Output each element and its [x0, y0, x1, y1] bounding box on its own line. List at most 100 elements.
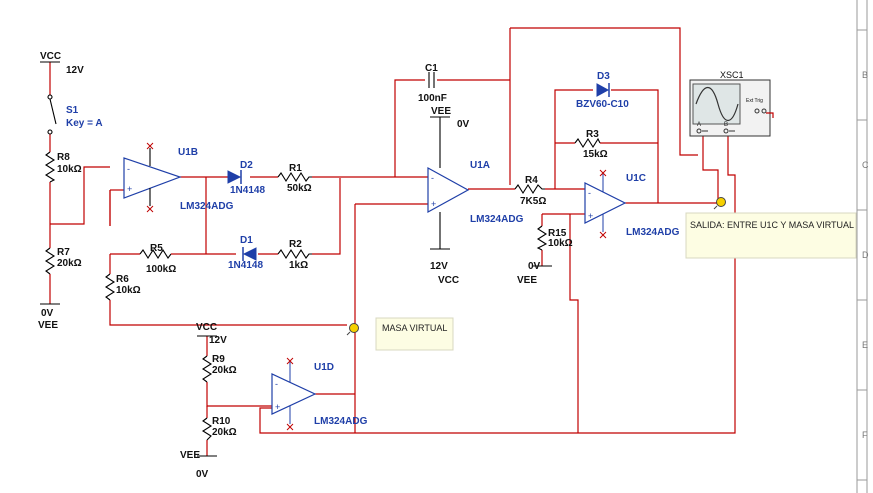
resistor-r2[interactable]: R2 1kΩ — [277, 239, 312, 271]
diode-d3-name: D3 — [597, 71, 610, 82]
opamp-u1c[interactable]: - + U1C LM324ADG — [584, 169, 680, 239]
switch-s1-key: Key = A — [66, 118, 103, 129]
switch-s1[interactable]: S1 Key = A — [47, 94, 103, 135]
diode-d1-name: D1 — [240, 235, 253, 246]
vee-u1c-value: 0V — [528, 261, 541, 272]
vee-u1a-value: 0V — [457, 119, 470, 130]
opamp-u1b[interactable]: - + U1B LM324ADG — [123, 142, 234, 213]
svg-text:+: + — [127, 184, 132, 194]
svg-text:-: - — [588, 188, 591, 198]
vee-u1c-label: VEE — [517, 275, 537, 286]
resistor-r3-name: R3 — [586, 129, 599, 140]
oscilloscope-ext-trig: Ext Trig — [746, 98, 763, 104]
resistor-r9-name: R9 — [212, 354, 225, 365]
vcc-u1d-label: VCC — [196, 322, 217, 333]
vcc-u1d-value: 12V — [209, 335, 227, 346]
svg-text:+: + — [275, 402, 280, 412]
svg-text:+: + — [588, 211, 593, 221]
resistor-r4-name: R4 — [525, 175, 538, 186]
vee-u1d-label: VEE — [180, 450, 200, 461]
opamp-u1d-name: U1D — [314, 362, 334, 373]
resistor-r10-name: R10 — [212, 416, 231, 427]
resistor-r6[interactable]: R6 10kΩ — [104, 273, 141, 301]
resistor-r5-value: 100kΩ — [146, 264, 176, 275]
svg-text:+: + — [431, 199, 436, 209]
resistor-r10[interactable]: R10 20kΩ — [201, 416, 237, 441]
vee-u1d-value: 0V — [196, 469, 209, 480]
svg-text:-: - — [127, 164, 130, 174]
resistor-r4[interactable]: R4 7K5Ω — [514, 175, 546, 207]
probe-masa-virtual[interactable]: MASA VIRTUAL — [346, 317, 454, 351]
opamp-u1a-name: U1A — [470, 160, 490, 171]
border-row-e: E — [862, 340, 868, 350]
probe-masa-label: MASA VIRTUAL — [382, 323, 447, 333]
resistor-r8-name: R8 — [57, 152, 70, 163]
diode-d1-part: 1N4148 — [228, 260, 263, 271]
probe-salida-label: SALIDA: ENTRE U1C Y MASA VIRTUAL — [690, 220, 854, 230]
opamp-u1d-part: LM324ADG — [314, 416, 368, 427]
diode-d1[interactable]: D1 1N4148 — [228, 235, 263, 271]
capacitor-c1-value: 100nF — [418, 93, 447, 104]
resistor-r7-value: 20kΩ — [57, 258, 82, 269]
switch-s1-name: S1 — [66, 105, 79, 116]
opamp-u1d[interactable]: - + U1D LM324ADG — [271, 357, 368, 431]
diode-d3-part: BZV60-C10 — [576, 99, 629, 110]
border-row-b: B — [862, 70, 868, 80]
resistor-r4-value: 7K5Ω — [520, 196, 546, 207]
vcc-s1-label: VCC — [40, 51, 61, 62]
resistor-r3-value: 15kΩ — [583, 149, 608, 160]
opamp-u1a-part: LM324ADG — [470, 214, 524, 225]
svg-text:-: - — [431, 173, 434, 183]
oscilloscope-ch-b: B — [724, 122, 728, 128]
border-row-c: C — [862, 160, 869, 170]
wires — [49, 27, 736, 456]
opamp-u1c-part: LM324ADG — [626, 227, 680, 238]
diode-d2-name: D2 — [240, 160, 253, 171]
resistor-r9-value: 20kΩ — [212, 365, 237, 376]
diode-d3[interactable]: D3 BZV60-C10 — [576, 71, 629, 110]
capacitor-c1[interactable]: C1 100nF — [418, 63, 447, 104]
resistor-r3[interactable]: R3 15kΩ — [574, 129, 608, 160]
resistor-r5[interactable]: R5 100kΩ — [110, 243, 180, 275]
vee-u1a-label: VEE — [431, 106, 451, 117]
resistor-r1-value: 50kΩ — [287, 183, 312, 194]
resistor-r6-name: R6 — [116, 274, 129, 285]
resistor-r8-value: 10kΩ — [57, 164, 82, 175]
svg-text:-: - — [275, 379, 278, 389]
border-row-d: D — [862, 250, 869, 260]
opamp-u1a[interactable]: - + U1A LM324ADG — [427, 160, 524, 225]
resistor-r7-name: R7 — [57, 247, 70, 258]
opamp-u1c-name: U1C — [626, 173, 646, 184]
power-symbols: VCC 12V 0V VEE VEE 0V 12V VCC 0V VEE VCC… — [38, 51, 552, 480]
opamp-u1b-part: LM324ADG — [180, 201, 234, 212]
vcc-u1a-label: VCC — [438, 275, 459, 286]
diode-d2[interactable]: D2 1N4148 — [227, 160, 265, 196]
vcc-u1a-value: 12V — [430, 261, 448, 272]
resistor-r1-name: R1 — [289, 163, 302, 174]
resistor-r6-value: 10kΩ — [116, 285, 141, 296]
resistor-r2-name: R2 — [289, 239, 302, 250]
oscilloscope-name: XSC1 — [720, 70, 744, 80]
resistor-r1[interactable]: R1 50kΩ — [277, 163, 312, 194]
border-row-f: F — [862, 430, 868, 440]
resistor-r10-value: 20kΩ — [212, 427, 237, 438]
oscilloscope-xsc1[interactable]: XSC1 Ext Trig A B — [689, 70, 774, 137]
vcc-s1-value: 12V — [66, 65, 84, 76]
resistor-r2-value: 1kΩ — [289, 260, 308, 271]
resistor-r8[interactable]: R8 10kΩ — [44, 151, 82, 183]
vee-left-label: VEE — [38, 320, 58, 331]
resistor-r15-value: 10kΩ — [548, 238, 573, 249]
probe-salida[interactable]: SALIDA: ENTRE U1C Y MASA VIRTUAL — [685, 197, 857, 259]
resistor-r5-name: R5 — [150, 243, 163, 254]
oscilloscope-ch-a: A — [697, 122, 701, 128]
sheet-border: B C D E F — [856, 0, 869, 493]
vee-left-value: 0V — [41, 308, 54, 319]
resistor-r7[interactable]: R7 20kΩ — [44, 247, 82, 275]
resistor-r9[interactable]: R9 20kΩ — [201, 354, 237, 383]
diode-d2-part: 1N4148 — [230, 185, 265, 196]
resistor-r15[interactable]: R15 10kΩ — [536, 225, 573, 251]
resistor-r15-name: R15 — [548, 228, 567, 239]
opamp-u1b-name: U1B — [178, 147, 198, 158]
capacitor-c1-name: C1 — [425, 63, 438, 74]
